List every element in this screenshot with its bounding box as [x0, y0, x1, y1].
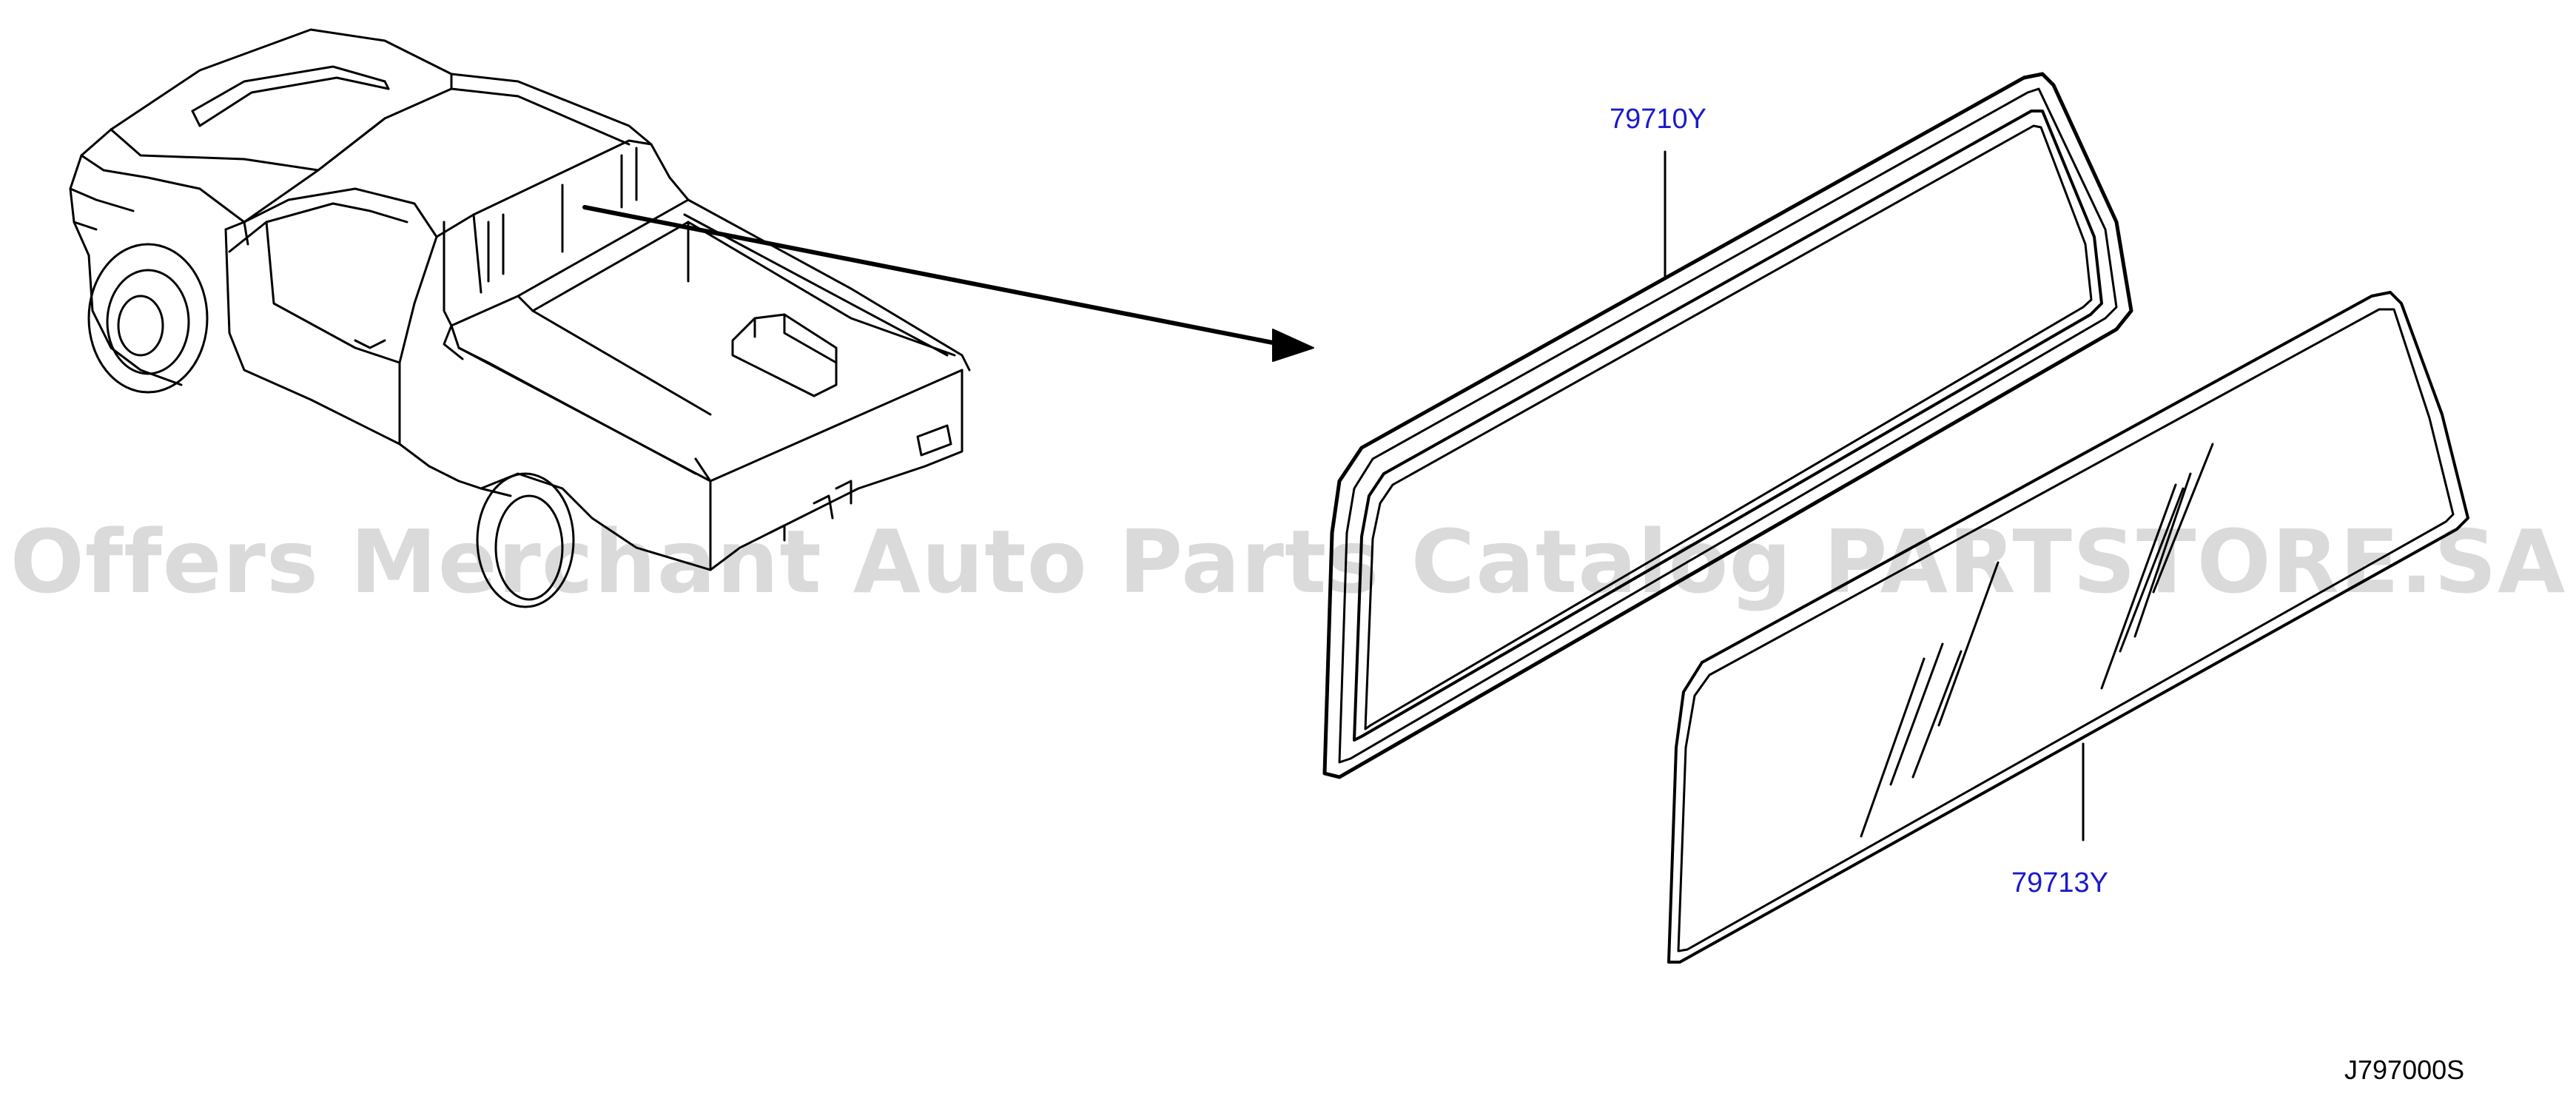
weatherstrip-seal[interactable]: [1322, 72, 2133, 779]
diagram-code: J797000S: [2344, 1055, 2465, 1085]
rear-window-glass[interactable]: [1667, 291, 2469, 964]
watermark-text: Offers Merchant Auto Parts Catalog PARTS…: [10, 511, 2566, 613]
part-number-label-79713Y[interactable]: 79713Y: [2011, 867, 2109, 898]
indicator-arrow: [582, 205, 1314, 362]
part-number-label-79710Y[interactable]: 79710Y: [1610, 104, 1707, 135]
truck-illustration: [69, 28, 971, 608]
